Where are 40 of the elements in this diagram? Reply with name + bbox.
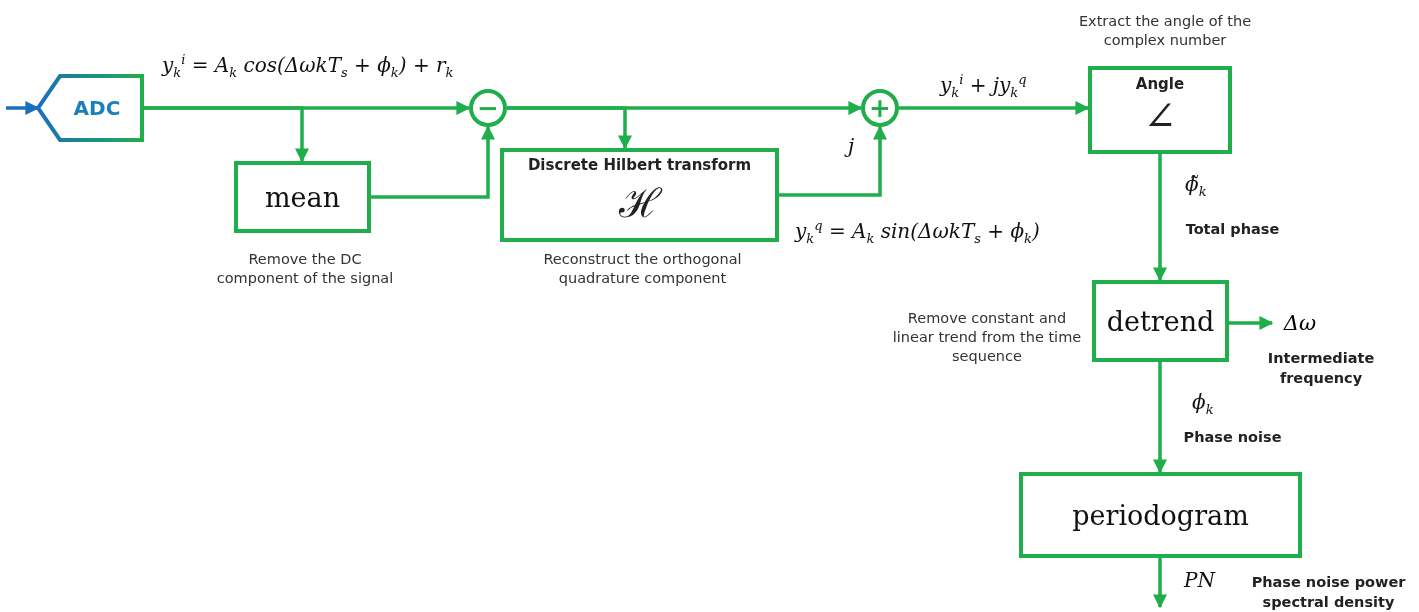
annotation: Reconstruct the orthogonal quadrature component	[542, 250, 743, 288]
process-box	[1092, 280, 1229, 362]
annotation: Total phase	[1184, 220, 1281, 239]
annotation: Remove constant and linear trend from the time sequence	[891, 309, 1083, 366]
process-box	[1019, 472, 1302, 558]
block-label: detrend	[1106, 305, 1215, 337]
annotation: Intermediate frequency	[1266, 349, 1376, 388]
process-box	[234, 161, 371, 233]
arrow	[1153, 362, 1167, 474]
operator-sign: +	[869, 95, 891, 121]
arrow	[371, 125, 495, 199]
summing-junction	[861, 89, 899, 127]
output-variable: Δω	[1283, 311, 1317, 335]
math-symbol: ∠	[1143, 93, 1177, 139]
arrow	[6, 101, 40, 115]
edge-label: y$_{k}$$^{i}$ = A$_{k}$ cos(ΔωkT$_{s}$ + ϕ$_{k}$) + r$_{k}$	[160, 52, 456, 80]
arrow	[1153, 558, 1167, 609]
arrow	[779, 125, 887, 197]
block-label: ADC	[73, 96, 121, 120]
annotation: Extract the angle of the complex number	[1077, 12, 1253, 50]
block-label: periodogram	[1072, 499, 1249, 531]
annotation: Phase noise power spectral density	[1250, 573, 1407, 612]
arrow	[899, 101, 1090, 115]
block-label: mean	[264, 181, 341, 213]
edge-label: ϕ̃$_{k}$	[1183, 172, 1209, 199]
arrow	[1153, 154, 1167, 282]
arrow	[1229, 316, 1274, 330]
math-symbol: ℋ	[618, 178, 661, 228]
operator-sign: −	[477, 95, 499, 121]
process-box	[500, 148, 779, 242]
process-box	[1088, 66, 1232, 154]
edge-label: ϕ$_{k}$	[1190, 390, 1216, 417]
adc-block	[36, 74, 144, 142]
block-title: Discrete Hilbert transform	[527, 155, 752, 174]
summing-junction	[469, 89, 507, 127]
arrow	[144, 106, 309, 163]
block-title: Angle	[1135, 75, 1185, 93]
annotation: Phase noise	[1182, 428, 1283, 447]
annotation: Remove the DC component of the signal	[215, 250, 395, 288]
arrow	[507, 106, 632, 150]
